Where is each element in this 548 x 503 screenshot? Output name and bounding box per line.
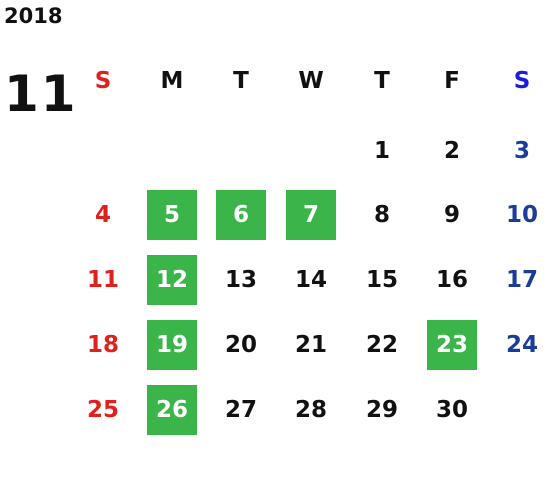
day-cell[interactable]: 18 (86, 332, 119, 358)
day-cell[interactable]: 8 (373, 202, 390, 228)
weekday-header: M (160, 68, 184, 94)
day-cell[interactable]: 29 (365, 397, 398, 423)
day-cell-highlighted[interactable]: 26 (147, 385, 197, 435)
weekday-header: S (513, 68, 531, 94)
day-cell-highlighted[interactable]: 23 (427, 320, 477, 370)
day-cell[interactable]: 24 (505, 332, 538, 358)
day-cell-highlighted[interactable]: 6 (216, 190, 266, 240)
day-cell[interactable]: 1 (373, 138, 390, 164)
day-cell[interactable]: 10 (505, 202, 538, 228)
day-cell-highlighted[interactable]: 5 (147, 190, 197, 240)
day-cell[interactable]: 20 (224, 332, 257, 358)
month-number: 11 (4, 65, 78, 123)
day-cell[interactable]: 3 (513, 138, 530, 164)
day-cell[interactable]: 21 (294, 332, 327, 358)
day-cell[interactable]: 13 (224, 267, 257, 293)
day-cell[interactable]: 22 (365, 332, 398, 358)
year-label: 2018 (4, 4, 63, 28)
day-cell-highlighted[interactable]: 12 (147, 255, 197, 305)
day-cell[interactable]: 9 (443, 202, 460, 228)
day-cell-highlighted[interactable]: 7 (286, 190, 336, 240)
day-cell[interactable]: 28 (294, 397, 327, 423)
day-cell[interactable]: 15 (365, 267, 398, 293)
day-cell[interactable]: 11 (86, 267, 119, 293)
day-cell[interactable]: 4 (94, 202, 111, 228)
day-cell[interactable]: 16 (435, 267, 468, 293)
weekday-header: W (298, 68, 324, 94)
weekday-header: T (374, 68, 390, 94)
day-cell[interactable]: 17 (505, 267, 538, 293)
day-cell[interactable]: 25 (86, 397, 119, 423)
day-cell[interactable]: 2 (443, 138, 460, 164)
weekday-header: F (444, 68, 460, 94)
day-cell[interactable]: 30 (435, 397, 468, 423)
weekday-header: T (233, 68, 249, 94)
day-cell-highlighted[interactable]: 19 (147, 320, 197, 370)
day-cell[interactable]: 27 (224, 397, 257, 423)
weekday-header: S (94, 68, 112, 94)
day-cell[interactable]: 14 (294, 267, 327, 293)
